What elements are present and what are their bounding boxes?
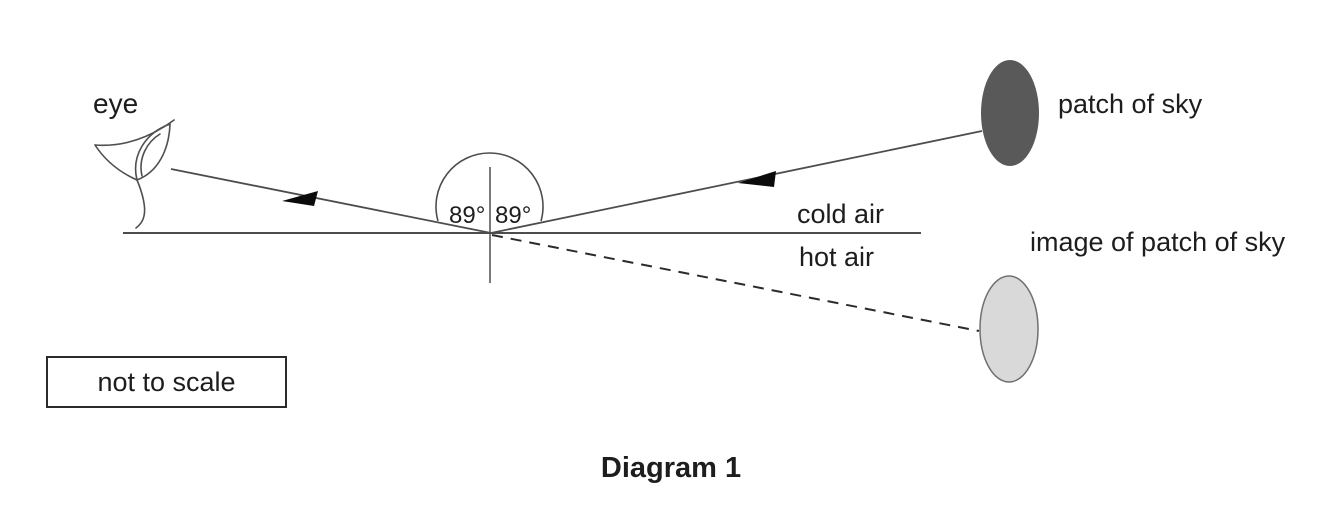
- eye-iris-arc: [140, 133, 161, 177]
- reflected-ray-arrowhead: [282, 191, 318, 206]
- eye-label: eye: [93, 88, 139, 119]
- image-of-patch-shape: [979, 275, 1039, 383]
- eye-lens-outline: [134, 122, 171, 182]
- eye-sketch-icon: [94, 119, 175, 229]
- hot-air-label: hot air: [799, 242, 875, 272]
- eye-lower-lid: [94, 144, 138, 181]
- angle-right-label: 89°: [495, 202, 532, 229]
- diagram-caption: Diagram 1: [600, 452, 742, 484]
- eye-upper-lid: [94, 119, 175, 147]
- patch-of-sky-shape: [981, 60, 1039, 166]
- cold-air-label: cold air: [797, 199, 885, 229]
- patch-of-sky-label: patch of sky: [1058, 89, 1203, 119]
- reflected-ray-to-eye: [170, 168, 492, 234]
- not-to-scale-box: not to scale: [46, 356, 287, 408]
- not-to-scale-label: not to scale: [97, 366, 236, 397]
- angle-left-label: 89°: [449, 202, 486, 229]
- angle-arc: [435, 152, 544, 222]
- incident-ray-arrowhead: [738, 171, 776, 187]
- incident-ray-from-sky: [490, 130, 983, 234]
- virtual-ray-dashed: [491, 234, 980, 332]
- eye-cheek-curve: [135, 179, 146, 229]
- image-of-patch-of-sky-label: image of patch of sky: [1030, 227, 1286, 257]
